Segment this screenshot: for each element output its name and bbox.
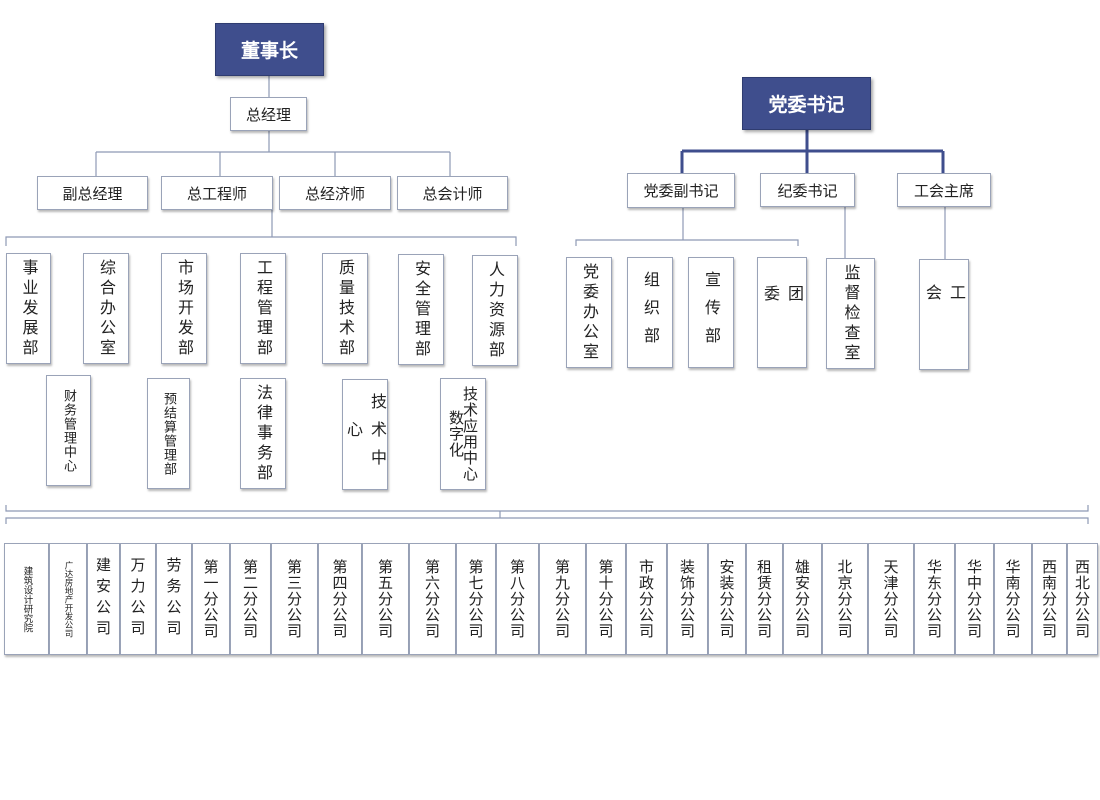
labor-union: 工会: [919, 259, 969, 370]
publicity-dept: 宣传部: [688, 257, 734, 368]
subsidiary-tianjin: 天津分公司: [868, 543, 914, 655]
quality-technology-dept: 质量技术部: [322, 253, 368, 364]
party-office: 党委办公室: [566, 257, 612, 368]
subsidiary-branch-7: 第七分公司: [456, 543, 496, 655]
subsidiary-south-china: 华南分公司: [994, 543, 1032, 655]
engineering-management-dept: 工程管理部: [240, 253, 286, 364]
technology-center: 技术中心: [342, 379, 388, 490]
subsidiary-branch-10: 第十分公司: [586, 543, 626, 655]
chief-engineer-box: 总工程师: [161, 176, 273, 210]
youth-league-committee: 团委: [757, 257, 807, 368]
subsidiary-branch-9: 第九分公司: [539, 543, 586, 655]
subsidiary-leasing: 租赁分公司: [746, 543, 783, 655]
subsidiary-guangda-real-estate: 广达房地产开发公司: [49, 543, 87, 655]
chairman-box: 董事长: [215, 23, 324, 76]
safety-management-dept: 安全管理部: [398, 254, 444, 365]
general-manager-box: 总经理: [230, 97, 307, 131]
subsidiary-branch-8: 第八分公司: [496, 543, 539, 655]
subsidiary-branch-3: 第三分公司: [271, 543, 318, 655]
subsidiary-branch-5: 第五分公司: [362, 543, 409, 655]
party-deputy-secretary-box: 党委副书记: [627, 173, 735, 208]
market-development-dept: 市场开发部: [161, 253, 207, 364]
subsidiary-central-china: 华中分公司: [955, 543, 994, 655]
subsidiary-northwest: 西北分公司: [1067, 543, 1098, 655]
subsidiary-installation: 安装分公司: [708, 543, 746, 655]
subsidiary-decoration: 装饰分公司: [667, 543, 708, 655]
deputy-general-manager-box: 副总经理: [37, 176, 148, 210]
subsidiary-architecture-design-institute: 建筑设计研究院: [4, 543, 49, 655]
subsidiary-branch-2: 第二分公司: [230, 543, 271, 655]
union-chairman-box: 工会主席: [897, 173, 991, 207]
subsidiary-wanli: 万力公司: [120, 543, 156, 655]
subsidiary-labor: 劳务公司: [156, 543, 192, 655]
finance-management-center: 财务管理中心: [46, 375, 91, 486]
subsidiary-branch-1: 第一分公司: [192, 543, 230, 655]
organization-dept: 组织部: [627, 257, 673, 368]
subsidiary-branch-4: 第四分公司: [318, 543, 362, 655]
business-development-dept: 事业发展部: [6, 253, 51, 364]
subsidiary-branch-6: 第六分公司: [409, 543, 456, 655]
budget-settlement-dept: 预结算管理部: [147, 378, 190, 489]
chief-accountant-box: 总会计师: [397, 176, 508, 210]
party-secretary-box: 党委书记: [742, 77, 871, 130]
subsidiary-southwest: 西南分公司: [1032, 543, 1067, 655]
chief-economist-box: 总经济师: [279, 176, 391, 210]
general-office: 综合办公室: [83, 253, 129, 364]
legal-affairs-dept: 法律事务部: [240, 378, 286, 489]
subsidiary-east-china: 华东分公司: [914, 543, 955, 655]
subsidiary-jianan: 建安公司: [87, 543, 120, 655]
discipline-secretary-box: 纪委书记: [760, 173, 855, 207]
digital-technology-application-center: 技术应用中心数字化: [440, 378, 486, 490]
subsidiary-xiongan: 雄安分公司: [783, 543, 822, 655]
human-resources-dept: 人力资源部: [472, 255, 518, 366]
subsidiary-municipal: 市政分公司: [626, 543, 667, 655]
subsidiary-beijing: 北京分公司: [822, 543, 868, 655]
supervision-inspection-office: 监督检查室: [826, 258, 875, 369]
